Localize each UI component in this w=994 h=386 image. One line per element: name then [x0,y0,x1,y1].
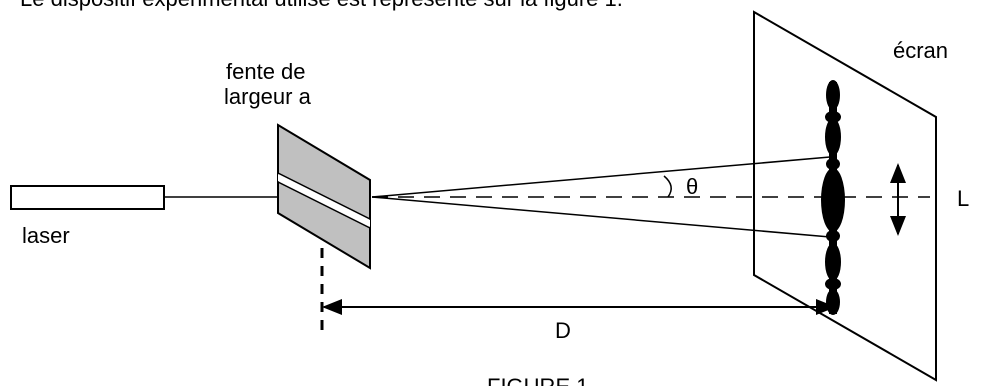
laser-box [10,185,165,210]
screen-label: écran [893,38,948,63]
angle-label: θ [686,174,698,199]
laser-label: laser [22,223,70,248]
distance-label: D [555,318,571,343]
width-label: L [957,186,969,211]
slit-edge-top [277,172,371,220]
slit-opening [278,174,370,227]
figure-caption: FIGURE 1 [487,374,588,386]
beam-upper [371,156,831,198]
pattern-spine [829,82,837,314]
slit-label-line2: largeur a [224,84,312,109]
beam-lower [371,196,831,238]
slit-label-line1: fente de [226,59,306,84]
header-text: Le dispositif expérimental utilisé est r… [20,0,623,11]
screen [753,10,937,382]
diffraction-pattern [821,80,845,315]
slit-edge-bottom [277,181,371,229]
angle-arc [663,175,672,198]
